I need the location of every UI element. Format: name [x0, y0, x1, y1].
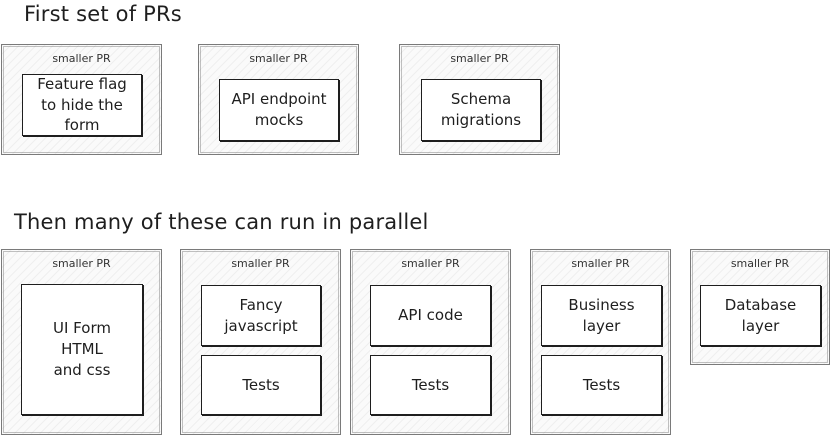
group-label: smaller PR	[730, 257, 790, 270]
pr-group-feature-flag: smaller PR Feature flag to hide the form	[1, 44, 162, 155]
group-label: smaller PR	[52, 52, 111, 65]
pr-group-schema-migrations: smaller PR Schema migrations	[399, 44, 560, 155]
card-schema-migrations: Schema migrations	[421, 79, 541, 141]
card-database-layer: Database layer	[700, 285, 821, 346]
card-api-endpoint-mocks: API endpoint mocks	[219, 79, 339, 141]
group-label: smaller PR	[231, 257, 290, 270]
card-tests: Tests	[541, 355, 662, 415]
card-tests: Tests	[201, 355, 321, 415]
pr-group-ui-form: smaller PR UI Form HTML and css	[1, 249, 162, 435]
group-label: smaller PR	[249, 52, 308, 65]
pr-group-api-code: smaller PR API code Tests	[350, 249, 511, 435]
card-feature-flag: Feature flag to hide the form	[22, 74, 142, 136]
pr-group-business-layer: smaller PR Business layer Tests	[530, 249, 671, 435]
card-business-layer: Business layer	[541, 285, 662, 346]
pr-group-database-layer: smaller PR Database layer	[690, 249, 830, 365]
card-tests: Tests	[370, 355, 491, 415]
group-label: smaller PR	[450, 52, 509, 65]
heading-first-set: First set of PRs	[24, 2, 182, 26]
card-fancy-javascript: Fancy javascript	[201, 285, 321, 346]
group-label: smaller PR	[52, 257, 111, 270]
heading-parallel: Then many of these can run in parallel	[14, 210, 429, 234]
group-label: smaller PR	[401, 257, 460, 270]
group-label: smaller PR	[571, 257, 630, 270]
pr-group-api-mocks: smaller PR API endpoint mocks	[198, 44, 359, 155]
pr-group-fancy-javascript: smaller PR Fancy javascript Tests	[180, 249, 341, 435]
card-ui-form: UI Form HTML and css	[21, 284, 143, 415]
card-api-code: API code	[370, 285, 491, 346]
